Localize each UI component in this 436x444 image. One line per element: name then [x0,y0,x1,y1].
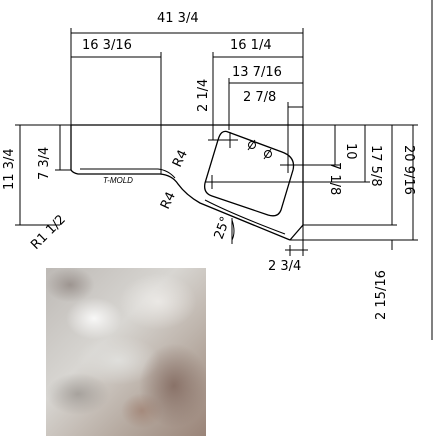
right-a-label: 7 1/8 [327,162,342,195]
height-left-label: 11 3/4 [2,148,17,190]
dimension-lines [15,28,418,256]
inner-offset-label: 2 7/8 [243,90,276,105]
radius-a-label: R4 [170,148,191,170]
faucet-hole [248,141,256,149]
radius-b-label: R4 [158,190,179,212]
material-swatch [46,268,206,436]
right-segment-label: 16 1/4 [230,38,272,53]
left-segment-label: 16 3/16 [82,38,132,53]
right-d-label: 20 9/16 [401,145,416,195]
right-b-label: 10 [343,143,358,160]
angle-label: 25° [212,215,234,242]
bottom-offset-label: 2 3/4 [268,259,301,274]
corner-radius-label: R1 1/2 [28,212,69,253]
height-inner-label: 7 3/4 [37,147,52,180]
sink-cutout [204,130,296,217]
countertop-outline [70,124,304,241]
right-c-label: 17 5/8 [368,145,383,187]
overall-width-label: 41 3/4 [157,11,199,26]
offset-top-label: 2 1/4 [196,79,211,112]
vertical-bottom-label: 2 15/16 [374,270,389,320]
faucet-hole [264,150,272,158]
sink-width-label: 13 7/16 [232,65,282,80]
molding-label: T-MOLD [103,176,133,185]
